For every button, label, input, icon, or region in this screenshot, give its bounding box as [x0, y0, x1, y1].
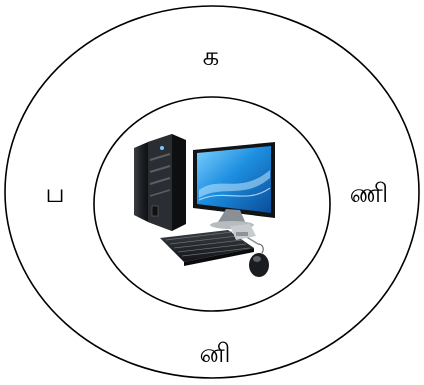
syllable-bottom: னி	[199, 339, 230, 369]
outer-circle	[4, 5, 420, 379]
desktop-computer-icon	[134, 134, 275, 277]
keyboard	[160, 230, 254, 266]
syllable-left: ப	[45, 179, 64, 209]
inner-circle	[93, 96, 331, 312]
syllable-top: க	[203, 42, 220, 72]
speaker	[230, 224, 256, 240]
syllable-right: ணி	[350, 179, 389, 209]
pc-tower	[134, 134, 186, 231]
monitor	[193, 142, 275, 245]
mouse	[249, 243, 269, 277]
